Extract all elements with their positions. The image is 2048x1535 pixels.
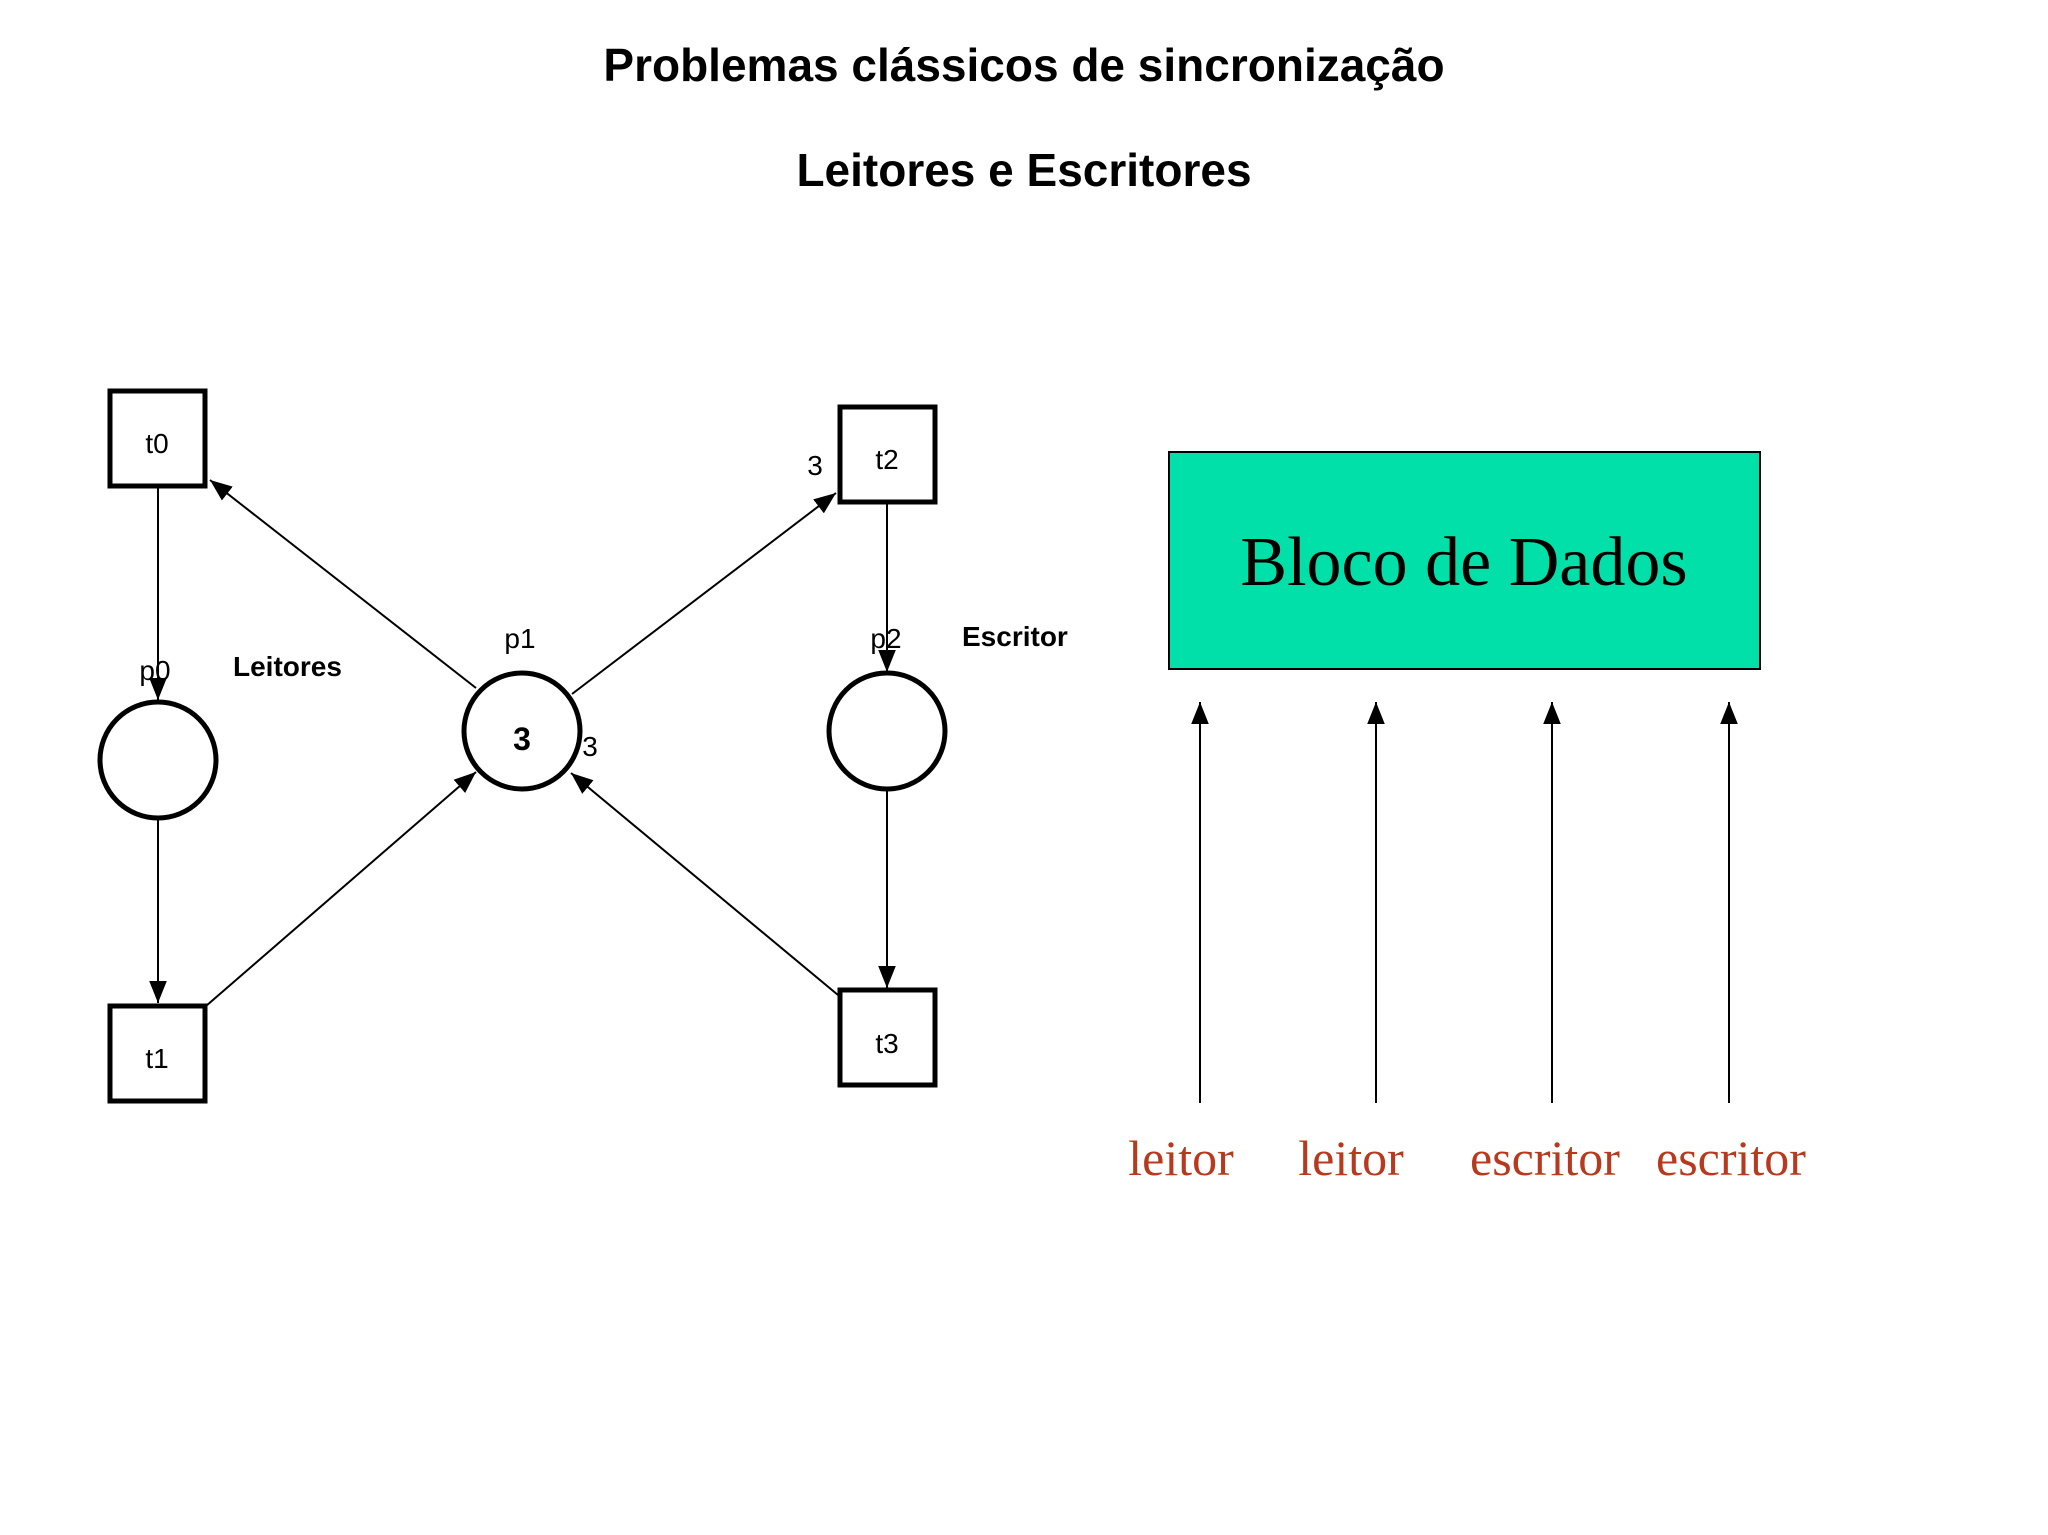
transition-t0-label: t0 [145,428,168,459]
place-p2 [826,670,948,792]
place-p0 [97,699,219,821]
writer-label: Escritor [962,621,1068,652]
transition-t1-label: t1 [145,1043,168,1074]
arc-p1-t2 [571,492,837,695]
arc-p1-t0 [209,479,477,689]
process-label-3: escritor [1470,1130,1620,1186]
data-block [1168,451,1761,670]
data-block-label: Bloco de Dados [1240,524,1687,601]
slide-subtitle: Leitores e Escritores [796,144,1252,196]
arc-weight-t3-p1: 3 [582,731,598,762]
transition-t2 [837,404,938,505]
place-p1-label: p1 [504,623,535,654]
transition-t0 [107,388,208,489]
transition-t3 [837,987,938,1088]
process-label-2: leitor [1298,1130,1404,1186]
readers-label: Leitores [233,651,342,682]
data-block-diagram: Bloco de Dados leitor leitor escritor es… [1128,451,1806,1186]
place-p0-label: p0 [139,655,170,686]
process-label-4: escritor [1656,1130,1806,1186]
process-label-1: leitor [1128,1130,1234,1186]
place-p1-tokens: 3 [513,721,531,757]
transition-t1 [107,1003,208,1104]
place-p2-label: p2 [870,623,901,654]
transition-t2-label: t2 [875,444,898,475]
slide-title: Problemas clássicos de sincronização [603,39,1445,91]
arc-weight-p1-t2: 3 [807,450,823,481]
transition-t3-label: t3 [875,1028,898,1059]
place-p1 [461,670,583,792]
arc-t3-p1 [570,772,839,996]
arc-t1-p1 [205,771,477,1007]
petri-net: t0 t1 t2 t3 3 p0 p1 p2 3 3 Leitores Escr… [97,388,1068,1104]
